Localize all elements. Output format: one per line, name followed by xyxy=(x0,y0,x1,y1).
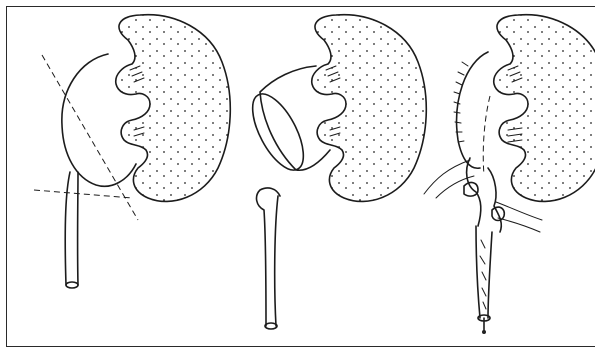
stent-inside-c xyxy=(483,96,490,175)
pelvis-opening-b xyxy=(242,86,313,177)
panel-c xyxy=(424,15,595,334)
flap-knot-left-c xyxy=(464,183,478,197)
ureter-end-a xyxy=(66,282,78,288)
ureter-texture-c xyxy=(480,240,486,309)
ureter-b xyxy=(257,188,280,326)
panel-b xyxy=(242,15,426,329)
kidney-c xyxy=(494,15,595,202)
kidney-a xyxy=(116,15,231,202)
ureter-a xyxy=(65,172,78,285)
cut-line-horizontal-a xyxy=(34,190,132,198)
panel-a xyxy=(34,15,230,288)
stent-end-c xyxy=(482,330,486,334)
kidney-b xyxy=(312,15,427,202)
